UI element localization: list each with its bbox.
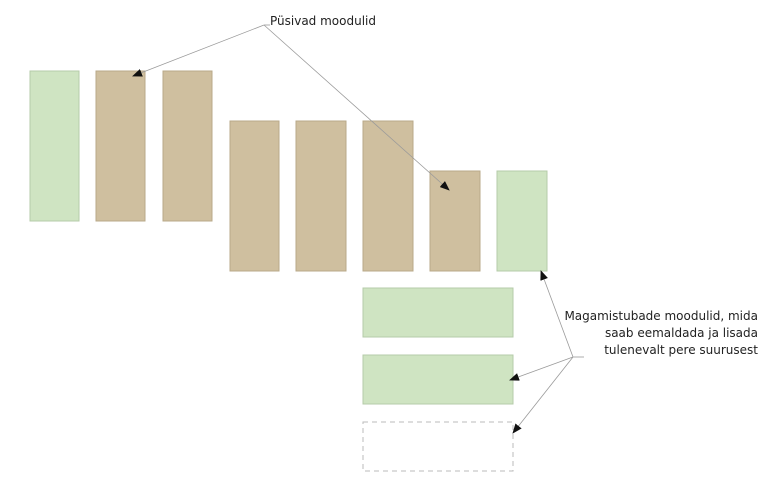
bedroom-label-line-1: Magamistubade moodulid, mida	[564, 309, 758, 323]
leader-arrow-fixed-left	[132, 24, 265, 77]
leader-arrow-bedroom-top	[540, 270, 574, 358]
bedroom-label-line-2: saab eemaldada ja lisada	[604, 326, 758, 340]
fixed-module-4	[295, 120, 347, 272]
fixed-module-3	[229, 120, 280, 272]
optional-module-placeholder	[362, 421, 514, 472]
leader-arrow-fixed-right	[263, 24, 450, 191]
fixed-module-2	[162, 70, 213, 222]
bedroom-module-4	[362, 354, 514, 405]
leader-arrow-bedroom-middle	[509, 356, 574, 381]
bedroom-modules-label: Magamistubade moodulid, mida saab eemald…	[564, 308, 758, 359]
leader-arrow-bedroom-bottom	[512, 356, 574, 434]
fixed-module-5	[362, 120, 414, 272]
fixed-module-1	[95, 70, 146, 222]
bedroom-module-1	[29, 70, 80, 222]
bedroom-module-3	[362, 287, 514, 338]
fixed-modules-label: Püsivad moodulid	[270, 14, 376, 28]
fixed-module-6	[429, 170, 481, 272]
bedroom-label-line-3: tulenevalt pere suurusest	[604, 343, 758, 357]
bedroom-module-2	[496, 170, 548, 272]
